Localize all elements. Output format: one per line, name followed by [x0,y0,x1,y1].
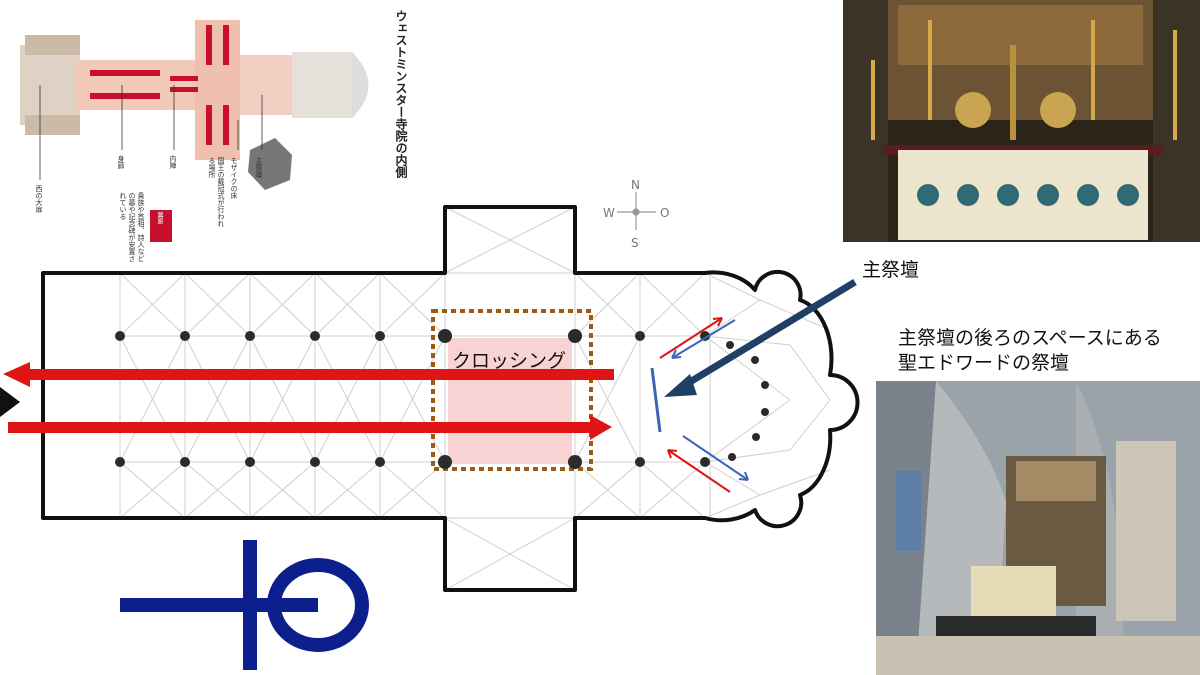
procession-arrows [3,362,614,440]
inset-west-door: 西の大扉 [35,185,43,213]
inset-building [20,20,369,160]
inset-mosaic-note: 国王の戴冠式が行われる場所 [208,157,225,227]
crossing-fill [448,338,572,464]
compass-w: W [603,206,615,220]
inset-mosaic: モザイクの床 [230,157,238,199]
inset-high-altar: 主祭壇 [255,157,263,178]
shrine-label-line2: 聖エドワードの祭壇 [898,352,1070,374]
inset-red-bars [90,25,229,145]
plan-outline [41,205,860,592]
inset-title: ウェストミンスター寺院の内側 [394,10,408,178]
west-door-marker [0,387,20,417]
crossing-border [431,309,593,471]
compass-s: S [631,236,639,250]
ankh-icon [120,540,369,670]
high-altar-photo [843,0,1200,242]
inset-plan [20,20,369,242]
compass-o: O [660,206,669,220]
inset-badge-label: 翼廊 [156,212,163,224]
high-altar-label: 主祭壇 [862,259,920,281]
shrine-label-line1: 主祭壇の後ろのスペースにある [898,327,1162,349]
inset-badge [150,210,172,242]
inset-chapter-house [248,138,292,190]
compass-n: N [631,178,640,192]
shrine-photo [876,381,1200,675]
compass [617,192,656,230]
inset-choir: 内陣 [169,155,177,169]
altar-screen [650,367,662,433]
ambulatory-arrows [659,317,749,493]
vault-grid [119,206,831,591]
altar-pointer [664,279,857,397]
crossing-label: クロッシング [452,350,567,372]
inset-nave: 身廊 [117,155,125,169]
inset-transept-note: 貴族や首相、詩人などの墓や記念碑が安置されている [119,192,145,262]
shrine-label: 主祭壇の後ろのスペースにある 聖エドワードの祭壇 [898,326,1162,376]
